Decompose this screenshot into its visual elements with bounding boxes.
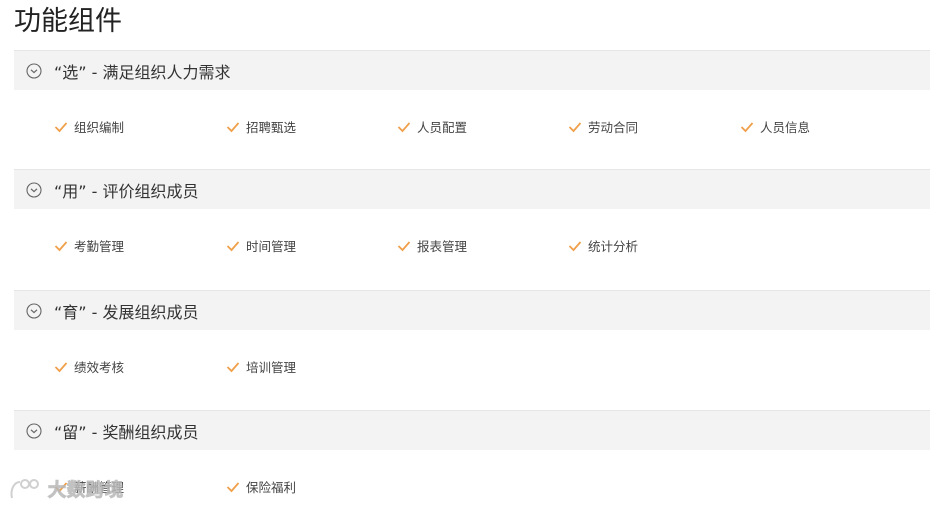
- feature-item-performance[interactable]: 绩效考核: [54, 357, 124, 376]
- check-icon: [568, 121, 582, 132]
- item-label: 劳动合同: [588, 120, 639, 135]
- item-label: 薪酬管理: [74, 480, 125, 495]
- check-icon: [397, 121, 411, 132]
- section-title: “育” - 发展组织成员: [54, 302, 199, 322]
- check-icon: [568, 240, 582, 251]
- item-label: 人员信息: [760, 120, 811, 135]
- chevron-down-circle-icon[interactable]: [26, 422, 42, 439]
- check-icon: [54, 361, 68, 372]
- item-label: 报表管理: [417, 239, 468, 254]
- feature-item-recruitment[interactable]: 招聘甄选: [226, 117, 296, 136]
- chevron-down-circle-icon[interactable]: [26, 181, 42, 198]
- feature-item-staffing[interactable]: 人员配置: [397, 117, 467, 136]
- item-label: 时间管理: [246, 239, 297, 254]
- check-icon: [54, 121, 68, 132]
- section-header-select[interactable]: “选” - 满足组织人力需求: [14, 50, 930, 90]
- item-label: 绩效考核: [74, 360, 125, 375]
- check-icon: [740, 121, 754, 132]
- section-title: “留” - 奖酬组织成员: [54, 422, 199, 442]
- item-label: 统计分析: [588, 239, 639, 254]
- feature-item-personnel-info[interactable]: 人员信息: [740, 117, 810, 136]
- feature-item-training[interactable]: 培训管理: [226, 357, 296, 376]
- page-title: 功能组件: [14, 6, 122, 37]
- feature-item-org-establishment[interactable]: 组织编制: [54, 117, 124, 136]
- section-header-develop[interactable]: “育” - 发展组织成员: [14, 290, 930, 330]
- feature-item-time-management[interactable]: 时间管理: [226, 236, 296, 255]
- item-label: 人员配置: [417, 120, 468, 135]
- section-title: “用” - 评价组织成员: [54, 181, 199, 201]
- check-icon: [397, 240, 411, 251]
- section-header-use[interactable]: “用” - 评价组织成员: [14, 169, 930, 209]
- chevron-down-circle-icon[interactable]: [26, 302, 42, 319]
- item-label: 考勤管理: [74, 239, 125, 254]
- logo-icon: [10, 479, 39, 499]
- section-title: “选” - 满足组织人力需求: [54, 62, 231, 82]
- feature-item-reports[interactable]: 报表管理: [397, 236, 467, 255]
- check-icon: [226, 121, 240, 132]
- check-icon: [226, 240, 240, 251]
- check-icon: [54, 481, 68, 492]
- item-label: 保险福利: [246, 480, 297, 495]
- feature-item-labor-contract[interactable]: 劳动合同: [568, 117, 638, 136]
- feature-item-salary[interactable]: 薪酬管理: [54, 477, 124, 496]
- feature-item-attendance[interactable]: 考勤管理: [54, 236, 124, 255]
- watermark: 大数跨境: [8, 476, 124, 502]
- check-icon: [54, 240, 68, 251]
- item-label: 培训管理: [246, 360, 297, 375]
- feature-item-insurance-welfare[interactable]: 保险福利: [226, 477, 296, 496]
- item-label: 组织编制: [74, 120, 125, 135]
- watermark-text: 大数跨境: [48, 480, 124, 502]
- chevron-down-circle-icon[interactable]: [26, 62, 42, 79]
- check-icon: [226, 481, 240, 492]
- item-label: 招聘甄选: [246, 120, 297, 135]
- check-icon: [226, 361, 240, 372]
- feature-item-statistics[interactable]: 统计分析: [568, 236, 638, 255]
- section-header-retain[interactable]: “留” - 奖酬组织成员: [14, 410, 930, 450]
